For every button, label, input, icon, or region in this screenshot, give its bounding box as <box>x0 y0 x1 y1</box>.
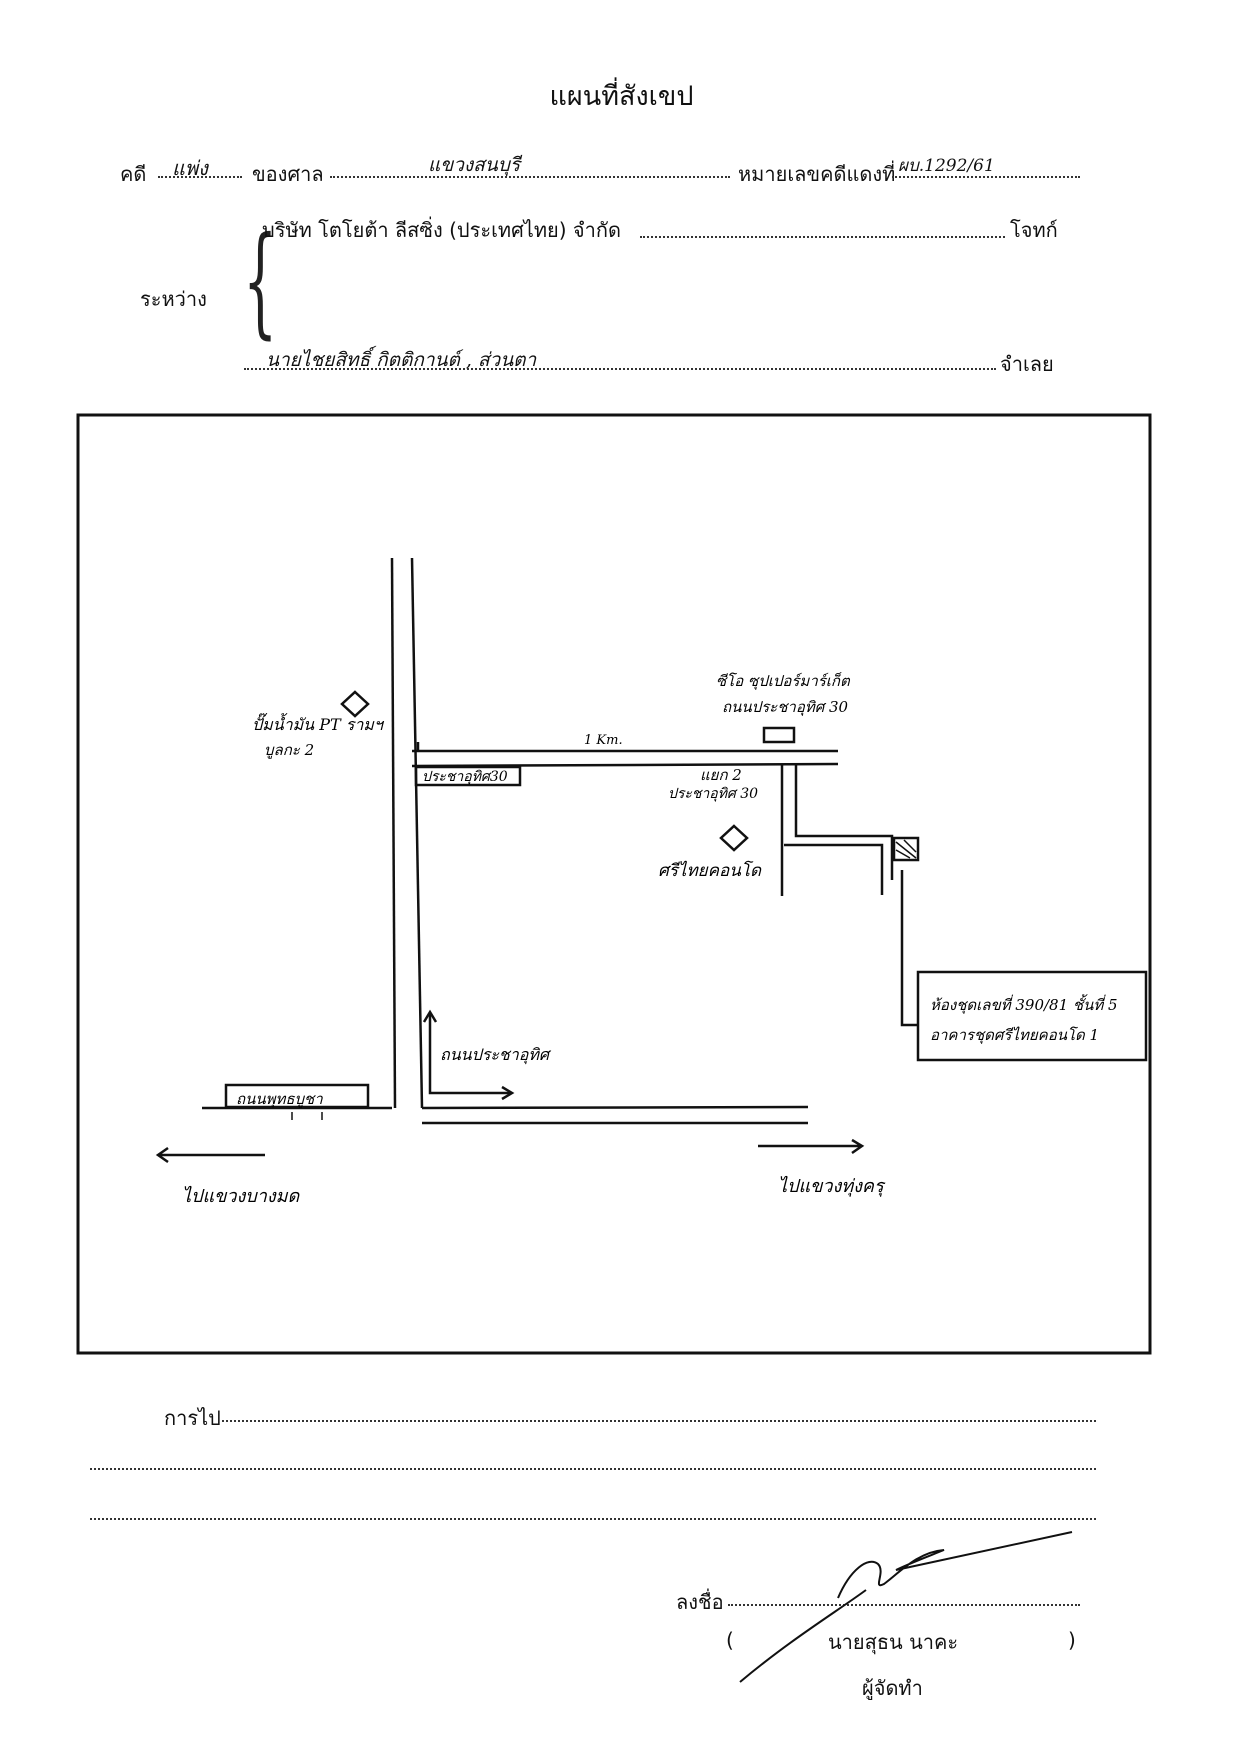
defendant-dots <box>244 368 996 370</box>
pracha-road-label: ถนนประชาอุทิศ <box>440 1045 552 1065</box>
case-type-dots <box>158 176 242 178</box>
close-paren: ) <box>1068 1628 1076 1652</box>
pracha-road-arrow-head-up <box>422 1009 438 1023</box>
gas-station-sub-label: บูลกะ 2 <box>264 741 314 759</box>
target-line1: ห้องชุดเลขที่ 390/81 ชั้นที่ 5 <box>930 994 1118 1014</box>
directions-line-1 <box>222 1420 1096 1422</box>
right-direction-arrow <box>758 1138 865 1155</box>
sign-dots <box>728 1604 1080 1606</box>
target-building-marker <box>892 836 920 862</box>
to-left-label: ไปแขวงบางมด <box>182 1185 300 1207</box>
pracha-road-arrow-shaft <box>428 1012 512 1095</box>
branch-lower <box>784 843 884 895</box>
soi-sign-box <box>414 765 522 787</box>
supermarket-label: ซีโอ ซุปเปอร์มาร์เก็ต <box>716 672 851 690</box>
red-case-number-value: ผบ.1292/61 <box>898 156 995 176</box>
phutthabucha-road-label: ถนนพุทธบูชา <box>236 1090 323 1108</box>
main-road-left-edge <box>390 557 397 1109</box>
branch-inner <box>794 764 894 880</box>
case-label: คดี <box>120 162 147 186</box>
directions-line-2 <box>90 1468 1096 1470</box>
map-frame <box>76 413 1152 1355</box>
main-road-right-edge <box>410 557 424 1109</box>
brace: { <box>242 212 278 351</box>
supermarket-marker <box>762 726 796 744</box>
target-building-hatch <box>895 839 917 859</box>
supermarket-sub-label: ถนนประชาอุทิศ 30 <box>722 698 849 716</box>
red-case-label: หมายเลขคดีแดงที่ <box>738 162 896 186</box>
plaintiff-dots <box>640 236 1005 238</box>
target-connector <box>900 870 918 1027</box>
to-right-label: ไปแขวงทุ่งครุ <box>778 1175 886 1197</box>
junction-label: แยก 2 <box>700 766 742 784</box>
target-line2: อาคารชุดศรีไทยคอนโด 1 <box>930 1026 1099 1044</box>
signer-role: ผู้จัดทำ <box>862 1676 923 1700</box>
court-dots <box>330 176 730 178</box>
directions-line-3 <box>90 1518 1096 1520</box>
condo-diamond-icon <box>719 824 749 852</box>
junction-sub-label: ประชาอุทิศ 30 <box>668 786 758 802</box>
defendant-name: นายไชยสิทธิ์ กิตติกานต์ , ส่วนตา <box>266 349 537 371</box>
open-paren: ( <box>726 1628 734 1652</box>
sign-label: ลงชื่อ <box>676 1590 724 1614</box>
court-label: ของศาล <box>252 162 324 186</box>
soi-lower-edge <box>411 762 839 768</box>
red-case-dots <box>892 176 1080 178</box>
left-direction-arrow <box>155 1146 265 1164</box>
court-name-value: แขวงสนบุรี <box>428 154 521 176</box>
plaintiff-name: บริษัท โตโยต้า ลีสซิ่ง (ประเทศไทย) จำกัด <box>262 218 621 242</box>
gas-station-diamond-icon <box>340 690 370 718</box>
bottom-tick-marks <box>291 1112 323 1120</box>
target-box <box>916 970 1148 1062</box>
phutthabucha-road-bottom-edge <box>421 1105 809 1110</box>
gas-station-label: ปั๊มน้ำมัน PT รามฯ <box>252 713 385 734</box>
signer-name: นายสุธน นาคะ <box>828 1630 959 1654</box>
phutthabucha-sign-box <box>224 1083 370 1109</box>
plaintiff-role: โจทก์ <box>1010 218 1058 242</box>
page-title: แผนที่สังเขป <box>549 81 694 112</box>
defendant-role: จำเลย <box>1000 352 1054 376</box>
soi-label: ประชาอุทิศ30 <box>422 769 508 785</box>
between-label: ระหว่าง <box>140 287 207 311</box>
condo-label: ศรีไทยคอนโด <box>658 860 762 881</box>
distance-label: 1 Km. <box>584 733 623 748</box>
pracha-road-arrow-head-right <box>501 1085 515 1101</box>
directions-label: การไป <box>164 1406 221 1430</box>
